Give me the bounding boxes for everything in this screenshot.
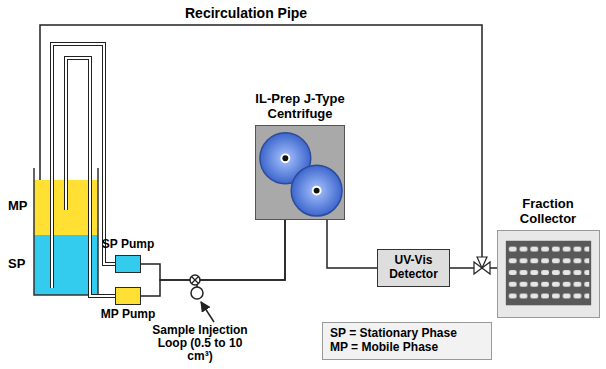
mp-tube [66,58,115,296]
node-text: Fraction Collector [498,197,598,227]
legend-note-box: SP = Stationary PhaseMP = Mobile Phase [322,322,492,360]
three-way-valve [474,257,490,274]
flow-line [327,220,377,268]
injection-valve [190,275,203,299]
flow-line [141,220,285,296]
pipe-label: Recirculation Pipe [185,6,307,21]
node-text: MP Pump [88,308,168,322]
sp-tube [52,44,115,288]
collector-box: Fraction Collector [497,230,600,318]
sample-arrow [201,302,214,322]
flow-line [141,220,285,280]
layer-label: SP [8,257,25,271]
pump-box: SP Pump [115,255,141,273]
node-text: UV-Vis Detector [385,254,442,282]
node-text: SP Pump [88,238,168,252]
collector-tube-rack [498,231,599,317]
recirculation-pipe [40,25,482,258]
pump-box: MP Pump [115,287,141,305]
node-text: MP = Mobile Phase [330,341,438,355]
mp-tube-inner [66,58,115,296]
node-text: IL-Prep J-Type Centrifuge [235,92,365,122]
centrifuge-coils [256,126,344,219]
sp-tube-inner [52,44,115,288]
loop-label: Sample Injection Loop (0.5 to 10 cm³) [150,324,250,364]
detector-box: UV-Vis Detector [377,249,450,287]
node-text: SP = Stationary Phase [330,327,457,341]
layer-label: MP [8,199,28,213]
centrifuge-box: IL-Prep J-Type Centrifuge [255,125,345,220]
